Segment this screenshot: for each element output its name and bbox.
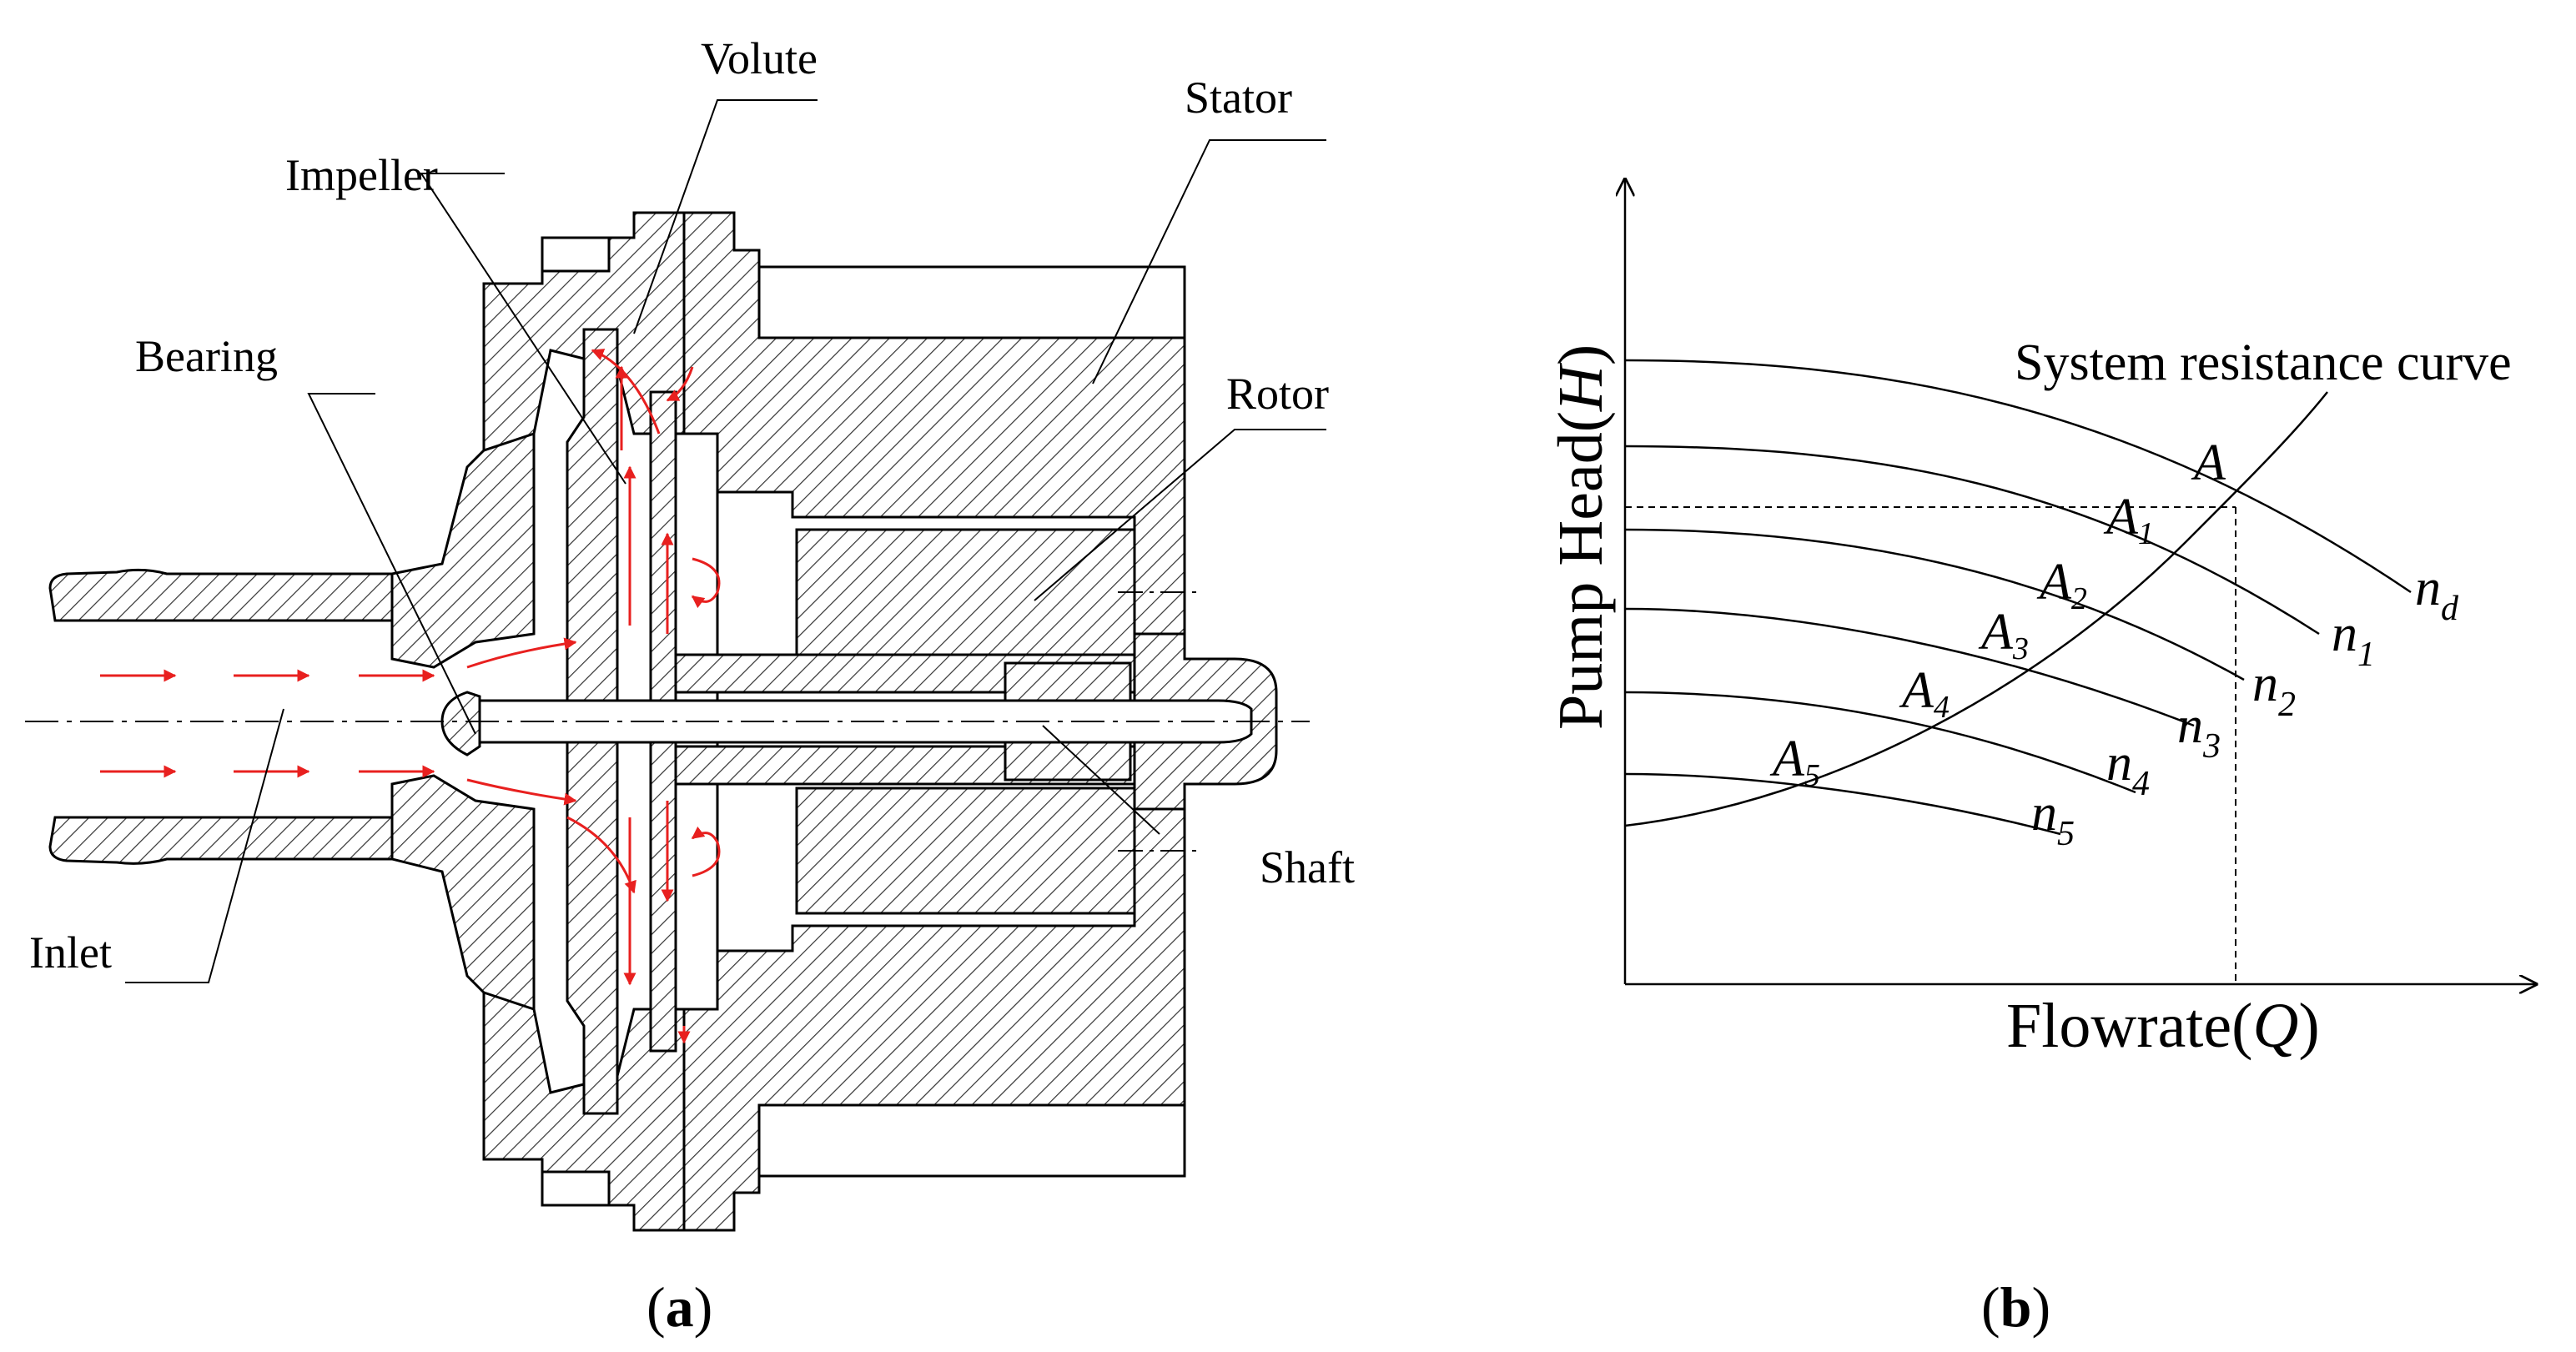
curve-label-nd: nd — [2415, 560, 2459, 628]
point-label-a: A — [2191, 435, 2226, 491]
leader-lines — [125, 99, 1326, 983]
caption-a-open: ( — [647, 1275, 666, 1339]
point-label-a3: A3 — [1978, 604, 2029, 666]
x-axis-label-text: Flowrate( — [2006, 991, 2252, 1061]
x-axis-label-close: ) — [2298, 991, 2319, 1061]
inlet-cone-top — [390, 432, 536, 669]
point-label-a5: A5 — [1769, 731, 1820, 793]
caption-a-close: ) — [694, 1275, 713, 1339]
stator-gap-top — [757, 265, 1186, 339]
curve-label-n2: n2 — [2252, 656, 2296, 724]
caption-a: (a) — [647, 1275, 712, 1339]
label-volute: Volute — [701, 33, 818, 83]
label-bearing: Bearing — [135, 331, 278, 381]
pump-curve-chart: Pump Head(H) Flowrate(Q) System resistan… — [1546, 179, 2536, 1339]
point-label-a2: A2 — [2036, 554, 2087, 616]
label-rotor: Rotor — [1226, 369, 1329, 419]
caption-b: (b) — [1981, 1275, 2050, 1339]
rotor-magnet-top — [795, 528, 1136, 656]
label-stator: Stator — [1185, 73, 1292, 123]
caption-b-close: ) — [2031, 1275, 2050, 1339]
label-shaft: Shaft — [1260, 842, 1355, 892]
inlet-pipe-bottom — [48, 816, 394, 865]
x-axis-label-var: Q — [2252, 991, 2298, 1061]
label-inlet: Inlet — [29, 927, 112, 978]
system-resistance-curve — [1624, 391, 2328, 827]
curve-label-n1: n1 — [2332, 606, 2375, 674]
point-label-a4: A4 — [1899, 662, 1950, 725]
rear-bearing-top — [1004, 661, 1132, 702]
front-bearing — [440, 691, 481, 756]
inlet-pipe-top — [48, 568, 394, 622]
curve-nd — [1624, 359, 2412, 594]
y-axis-label-var: H — [1546, 362, 1616, 412]
y-axis-label-close: ) — [1546, 344, 1616, 365]
inlet-flow-arrows — [100, 349, 721, 1044]
system-curve-label: System resistance curve — [2015, 334, 2512, 391]
caption-b-open: ( — [1981, 1275, 2000, 1339]
curve-n5 — [1624, 772, 2061, 836]
curve-label-n3: n3 — [2177, 697, 2221, 766]
casing-tab-top — [541, 236, 611, 273]
y-axis-label-text: Pump Head( — [1546, 411, 1616, 730]
pump-cross-section: Volute Stator Impeller Bearing Rotor Sha… — [25, 33, 1355, 1339]
curve-n4 — [1624, 691, 2136, 794]
caption-b-letter: b — [2000, 1275, 2032, 1339]
curve-n2 — [1624, 528, 2245, 681]
label-impeller: Impeller — [285, 150, 438, 200]
stator-gap-bottom — [757, 1103, 1186, 1178]
x-axis-label: Flowrate(Q) — [2006, 991, 2320, 1061]
curve-label-n4: n4 — [2106, 735, 2150, 803]
rotor-magnet-bottom — [795, 787, 1136, 915]
curve-n1 — [1624, 445, 2320, 636]
curve-n3 — [1624, 607, 2195, 727]
point-label-a1: A1 — [2103, 489, 2154, 551]
speed-curves — [1624, 359, 2412, 836]
y-axis-label: Pump Head(H) — [1546, 344, 1616, 730]
curve-label-n5: n5 — [2031, 785, 2075, 853]
caption-a-letter: a — [666, 1275, 694, 1339]
casing-tab-bottom — [541, 1170, 611, 1207]
inlet-cone-bottom — [390, 774, 536, 1011]
